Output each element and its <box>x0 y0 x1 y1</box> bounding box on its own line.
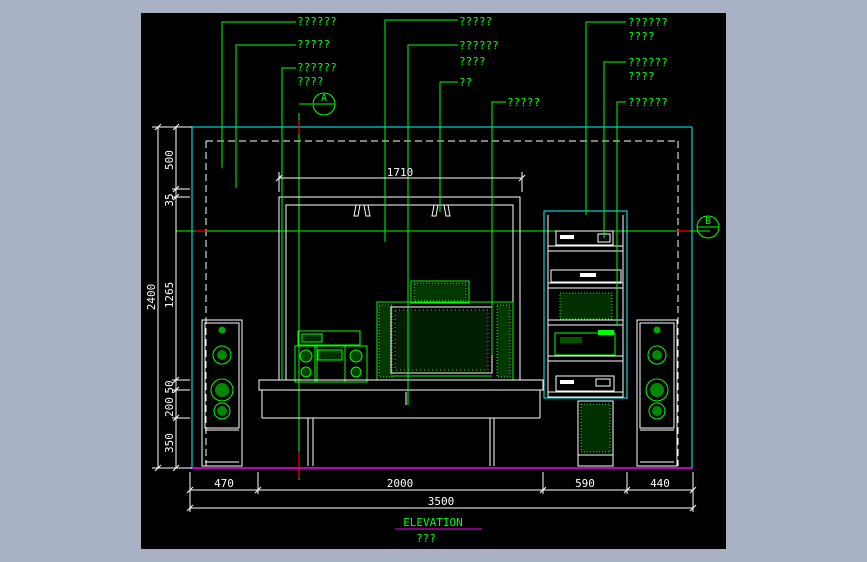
label-l6: ?? <box>459 76 472 89</box>
label-r1a: ?????? <box>628 16 668 29</box>
leader-lines <box>221 19 626 405</box>
media-console <box>258 379 544 466</box>
subwoofer <box>577 400 614 467</box>
equipment-rack <box>543 210 628 399</box>
marker-a: A <box>299 92 336 116</box>
spotlight-left <box>352 204 371 217</box>
dimension-top-text: 1710 <box>387 166 414 179</box>
label-r2a: ?????? <box>628 56 668 69</box>
label-l2: ????? <box>297 38 330 51</box>
label-l3a: ?????? <box>297 61 337 74</box>
dim-350: 350 <box>163 433 176 453</box>
speaker-left <box>201 319 243 467</box>
annotation-labels: ?????? ????? ?????? ???? ????? ?????? ??… <box>297 15 668 109</box>
label-r3: ?????? <box>628 96 668 109</box>
label-r2b: ???? <box>628 70 655 83</box>
dim-500: 500 <box>163 150 176 170</box>
drawing-title: ELEVATION <box>403 516 463 529</box>
label-l5b: ???? <box>459 55 486 68</box>
dimension-left-text: 2400 500 35 1265 200 50 350 <box>145 150 176 453</box>
dim-2400: 2400 <box>145 284 158 311</box>
label-l3b: ???? <box>297 75 324 88</box>
dim-590: 590 <box>575 477 595 490</box>
marker-a-label: A <box>321 93 327 104</box>
mini-stereo <box>294 330 368 383</box>
wall-dashed-outline <box>205 140 679 466</box>
dim-35: 35 <box>163 193 176 206</box>
label-l7: ????? <box>507 96 540 109</box>
dimension-top <box>275 172 526 192</box>
dim-3500: 3500 <box>428 495 455 508</box>
speaker-right <box>636 319 678 467</box>
dimension-left <box>152 123 192 472</box>
dim-470: 470 <box>214 477 234 490</box>
label-l5a: ?????? <box>459 39 499 52</box>
marker-b-label: B <box>705 216 711 227</box>
label-l4: ????? <box>459 15 492 28</box>
dim-1265: 1265 <box>163 282 176 309</box>
marker-b: B <box>696 215 720 239</box>
dim-50: 50 <box>163 380 176 393</box>
wall-outline <box>191 126 693 468</box>
tv-frame <box>278 196 521 380</box>
dim-440: 440 <box>650 477 670 490</box>
dimension-bottom-text: 470 2000 590 440 3500 <box>214 477 670 508</box>
dim-2000: 2000 <box>387 477 414 490</box>
drawing-subtitle: ??? <box>416 532 436 545</box>
dimension-bottom <box>186 472 697 512</box>
dim-200: 200 <box>163 397 176 417</box>
label-r1b: ???? <box>628 30 655 43</box>
label-l1: ?????? <box>297 15 337 28</box>
